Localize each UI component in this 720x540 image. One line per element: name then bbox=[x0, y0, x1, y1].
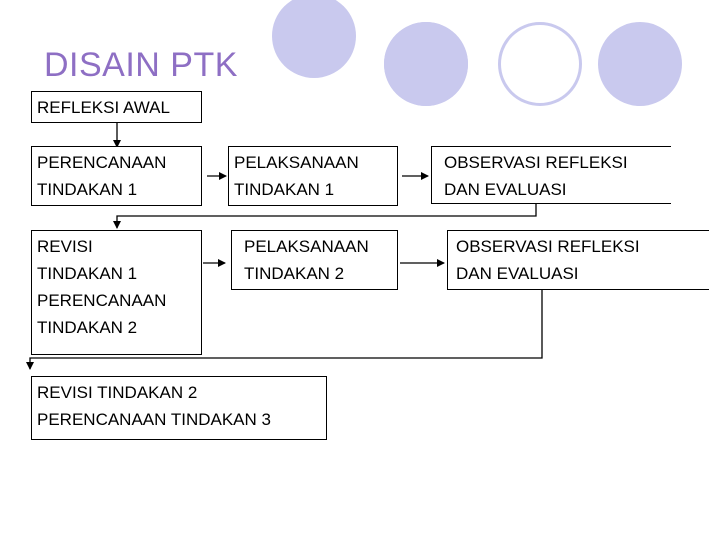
box-observasi-refleksi-1: OBSERVASI REFLEKSI DAN EVALUASI bbox=[431, 146, 671, 204]
decor-circle-3 bbox=[384, 22, 468, 106]
box-revisi-tindakan-2: REVISI TINDAKAN 2 PERENCANAAN TINDAKAN 3 bbox=[31, 376, 327, 440]
box-revisi-tindakan-1: REVISI TINDAKAN 1 PERENCANAAN TINDAKAN 2 bbox=[31, 230, 202, 355]
box-perencanaan-tindakan-1: PERENCANAAN TINDAKAN 1 bbox=[31, 146, 202, 206]
box-refleksi-awal: REFLEKSI AWAL bbox=[31, 91, 202, 123]
decor-circle-1 bbox=[272, 0, 356, 78]
page-title: DISAIN PTK bbox=[44, 46, 238, 84]
decor-circle-4 bbox=[498, 22, 582, 106]
decor-circle-5 bbox=[598, 22, 682, 106]
box-pelaksanaan-tindakan-1: PELAKSANAAN TINDAKAN 1 bbox=[228, 146, 398, 206]
arrow-observasi-2-to-revisi-2 bbox=[26, 290, 543, 370]
box-observasi-refleksi-2: OBSERVASI REFLEKSI DAN EVALUASI bbox=[447, 230, 709, 290]
arrow-observasi-1-to-revisi-1 bbox=[113, 204, 537, 229]
box-pelaksanaan-tindakan-2: PELAKSANAAN TINDAKAN 2 bbox=[231, 230, 398, 290]
